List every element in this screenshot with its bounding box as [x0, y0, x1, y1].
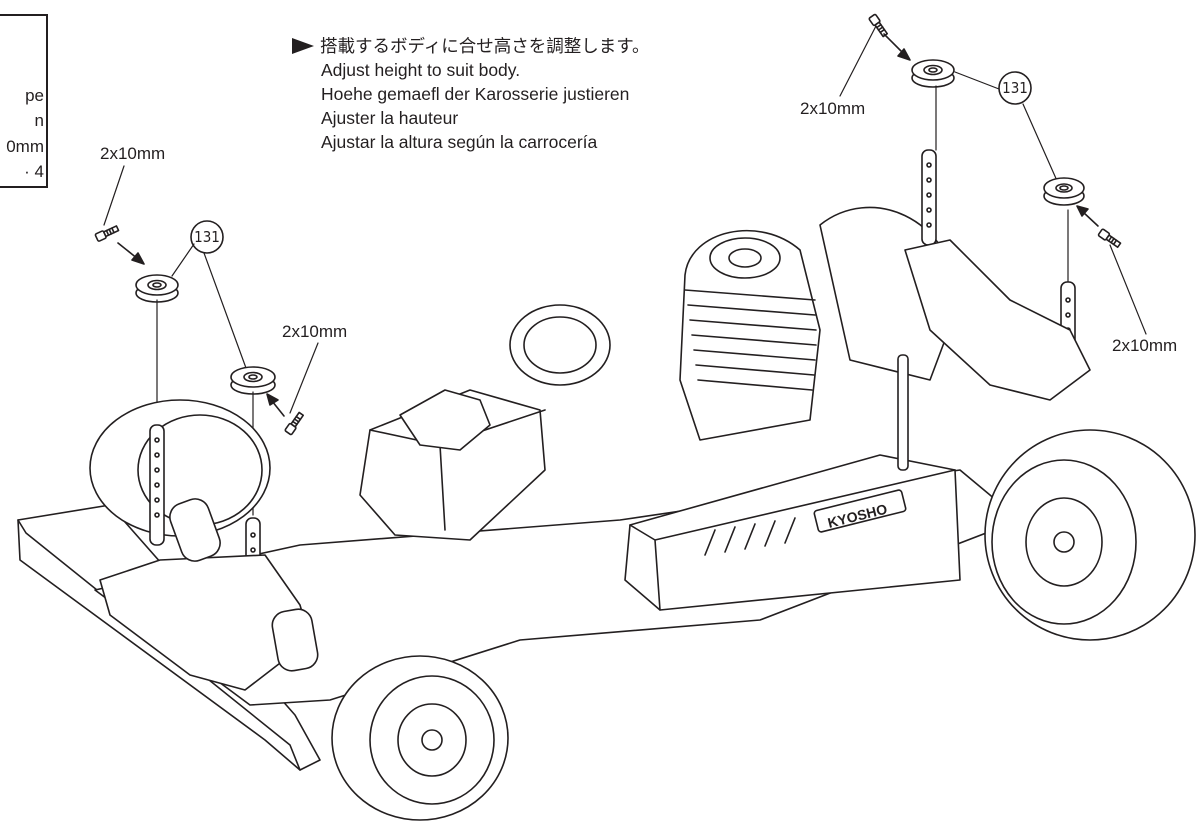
screw-label-rear-right: 2x10mm — [1112, 336, 1178, 355]
instruction-spanish: Ajustar la altura según la carrocería — [321, 132, 598, 152]
instruction-german: Hoehe gemaefl der Karosserie justieren — [321, 84, 630, 104]
rear-body-posts — [921, 149, 1076, 383]
air-filter — [509, 304, 611, 386]
engine — [679, 229, 821, 441]
screw-icon-front-left — [94, 225, 120, 242]
instruction-french: Ajuster la hauteur — [321, 108, 459, 128]
radio-box-vents — [704, 517, 796, 556]
antenna-tube — [897, 354, 909, 471]
screw-label-front-left: 2x10mm — [100, 144, 166, 163]
radio-box — [624, 454, 961, 611]
front-left-wheel — [89, 399, 271, 537]
body-washer-front-left — [135, 274, 179, 303]
instruction-japanese: 搭載するボディに合せ高さを調整します。 — [292, 34, 650, 58]
legend-line-4: · 4 — [24, 162, 44, 181]
legend-line-2: n — [34, 111, 44, 130]
screw-label-front-right: 2x10mm — [282, 322, 348, 341]
height-adjust-instruction: 搭載するボディに合せ高さを調整します。 Adjust height to sui… — [292, 34, 650, 154]
front-body-posts — [149, 424, 261, 654]
pointer-arrow-icon — [292, 38, 314, 54]
body-washer-rear-right — [1043, 177, 1085, 206]
rear-body-mount — [904, 239, 1091, 401]
kyosho-logo — [813, 489, 907, 533]
legend-line-1: pe — [25, 86, 44, 105]
front-suspension-tower — [99, 554, 311, 691]
screw-icon-rear-right — [1097, 228, 1122, 249]
front-right-wheel — [331, 655, 509, 821]
instruction-english: Adjust height to suit body. — [321, 60, 521, 80]
front-shocks — [169, 498, 319, 672]
screw-icon-rear-left — [868, 13, 889, 38]
kyosho-logo-text: KYOSHO — [826, 501, 889, 531]
body-washer-front-right — [230, 366, 276, 395]
rear-right-wheel — [984, 429, 1196, 641]
rear-left-wheel — [819, 206, 961, 381]
body-washer-rear-left — [911, 59, 955, 88]
part-number-callout-rear: 131 — [1002, 79, 1028, 97]
parts-legend-box: pe n 0mm · 4 — [0, 14, 48, 188]
screw-icon-front-right — [284, 411, 305, 436]
part-number-callout-front: 131 — [194, 228, 220, 246]
chassis-plate — [94, 469, 1021, 706]
fuel-tank-cap — [399, 389, 491, 451]
legend-line-3: 0mm — [6, 137, 44, 156]
fuel-tank — [359, 389, 546, 541]
instruction-japanese-text: 搭載するボディに合せ高さを調整します。 — [320, 36, 650, 56]
front-bumper — [17, 504, 321, 771]
screw-label-rear-left: 2x10mm — [800, 99, 866, 118]
